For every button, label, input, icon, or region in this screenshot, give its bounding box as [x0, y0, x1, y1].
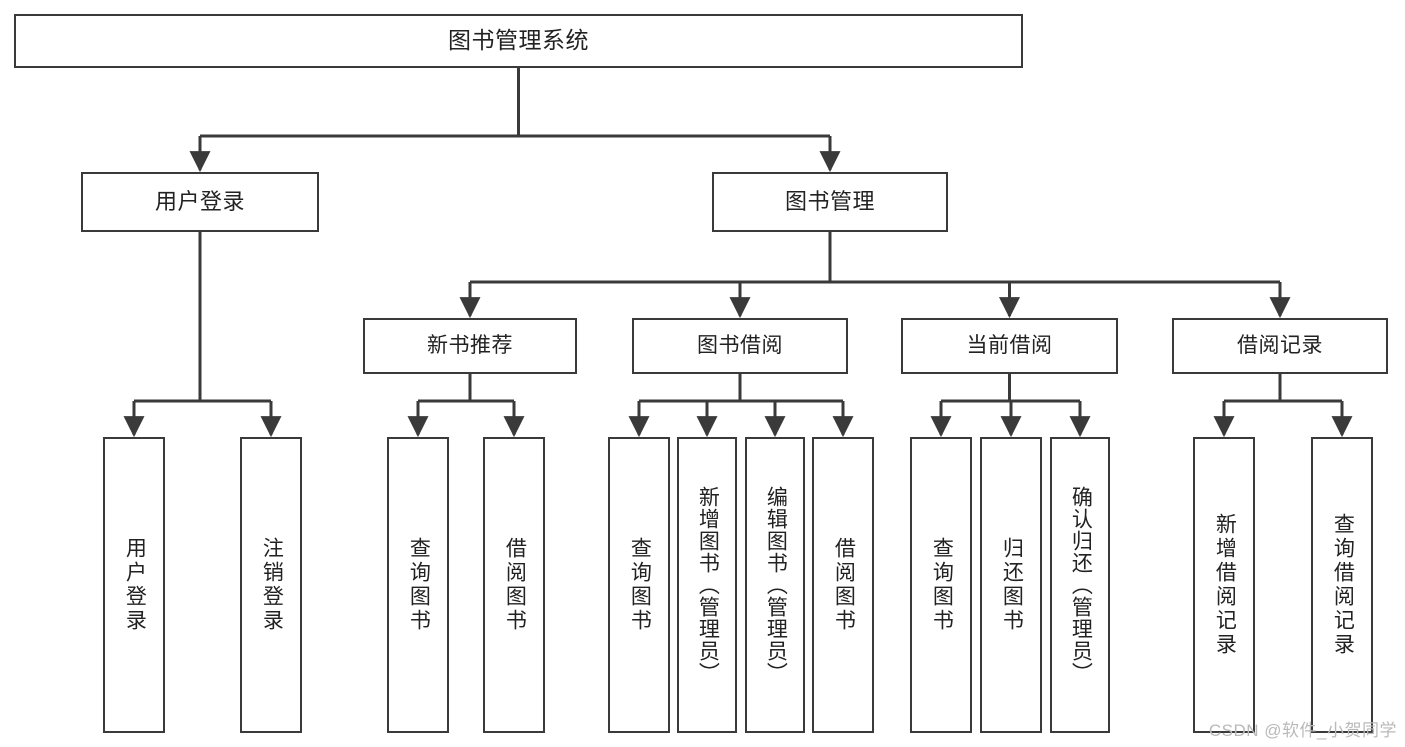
node-user-login[interactable]: 用户登录 — [81, 172, 319, 232]
node-leaf-user-logout[interactable]: 注销登录 — [240, 437, 302, 733]
node-book-borrow[interactable]: 图书借阅 — [632, 318, 848, 374]
node-label: 归还图书 — [1000, 537, 1024, 633]
node-leaf-query-book-new[interactable]: 查询图书 — [387, 437, 449, 733]
node-leaf-return-book[interactable]: 归还图书 — [980, 437, 1042, 733]
node-label: 用户登录 — [123, 537, 147, 633]
node-book-manage[interactable]: 图书管理 — [712, 172, 948, 232]
node-current-borrow[interactable]: 当前借阅 — [901, 318, 1118, 374]
node-label: 查询图书 — [930, 537, 954, 633]
node-label: 新书推荐 — [427, 333, 513, 357]
node-leaf-edit-book-admin[interactable]: 编辑图书（管理员） — [745, 437, 805, 733]
node-new-book-recommend[interactable]: 新书推荐 — [363, 318, 577, 374]
node-label: 借阅图书 — [503, 537, 527, 633]
node-leaf-add-borrow-record[interactable]: 新增借阅记录 — [1193, 437, 1255, 733]
node-leaf-query-book-borrow[interactable]: 查询图书 — [608, 437, 670, 733]
node-label: 注销登录 — [260, 537, 284, 633]
node-label: 图书借阅 — [697, 333, 783, 357]
node-leaf-add-book-admin[interactable]: 新增图书（管理员） — [677, 437, 737, 733]
node-label: 新增借阅记录 — [1213, 513, 1237, 657]
node-label: 借阅记录 — [1237, 333, 1323, 357]
node-label: 查询借阅记录 — [1331, 513, 1355, 657]
node-label: 图书管理系统 — [448, 27, 589, 54]
node-label: 借阅图书 — [832, 537, 856, 633]
node-root-root[interactable]: 图书管理系统 — [14, 14, 1023, 68]
node-leaf-query-borrow-record[interactable]: 查询借阅记录 — [1311, 437, 1373, 733]
node-label: 当前借阅 — [966, 333, 1053, 357]
node-leaf-borrow-book-borrow[interactable]: 借阅图书 — [812, 437, 874, 733]
node-leaf-borrow-book-new[interactable]: 借阅图书 — [483, 437, 545, 733]
node-label: 查询图书 — [628, 537, 652, 633]
node-leaf-user-login[interactable]: 用户登录 — [103, 437, 165, 733]
node-borrow-record[interactable]: 借阅记录 — [1172, 318, 1388, 374]
node-label: 用户登录 — [154, 189, 245, 215]
node-leaf-query-book-current[interactable]: 查询图书 — [910, 437, 972, 733]
node-label: 编辑图书（管理员） — [764, 486, 788, 684]
node-label: 图书管理 — [784, 189, 875, 215]
node-label: 新增图书（管理员） — [696, 486, 720, 684]
node-label: 查询图书 — [407, 537, 431, 633]
node-leaf-confirm-return-admin[interactable]: 确认归还（管理员） — [1050, 437, 1110, 733]
node-label: 确认归还（管理员） — [1069, 486, 1093, 684]
